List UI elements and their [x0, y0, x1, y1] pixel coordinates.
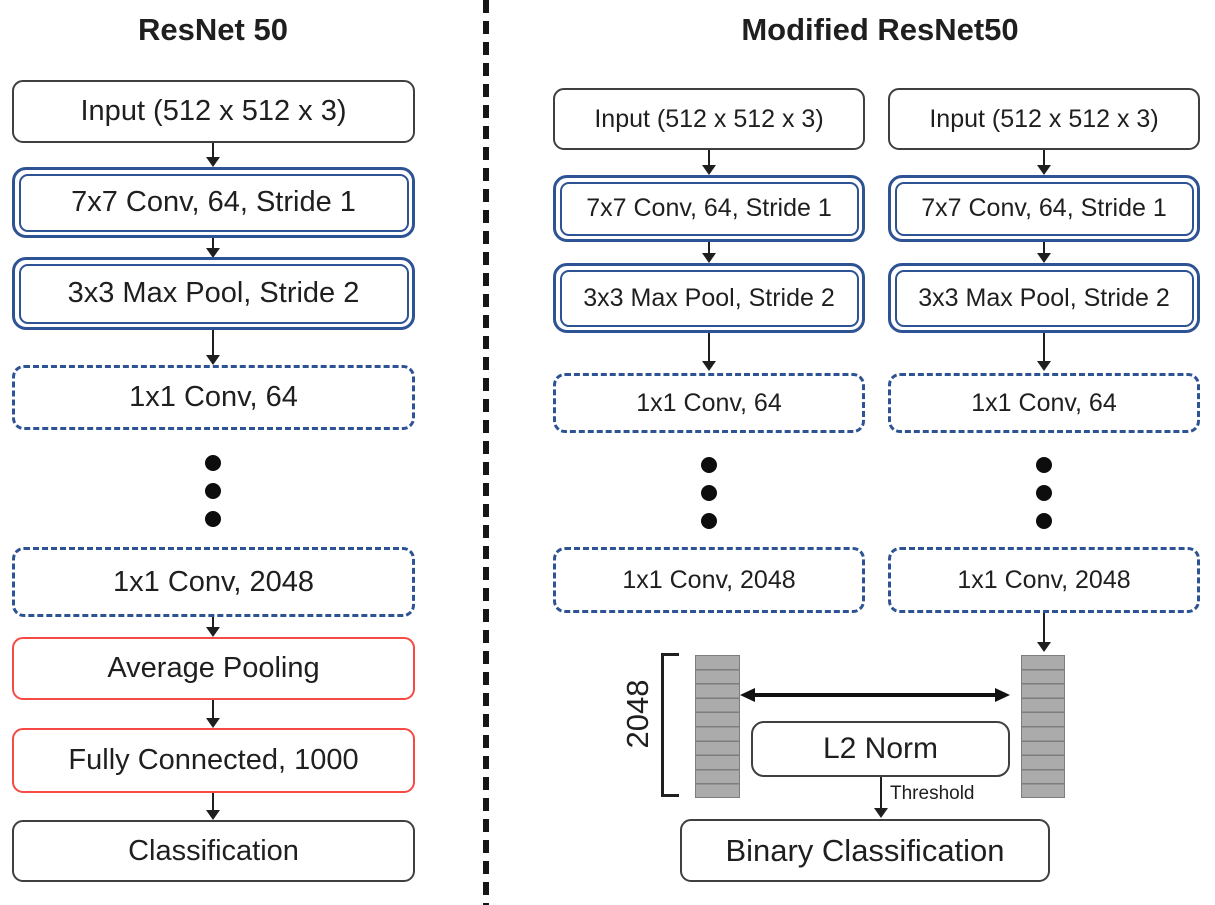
left-input-box: Input (512 x 512 x 3)	[12, 80, 415, 143]
feature-comparison-double-arrow	[753, 693, 997, 697]
branch1-input-label: Input (512 x 512 x 3)	[594, 104, 824, 133]
branch1-conv7-inner: 7x7 Conv, 64, Stride 1	[559, 181, 859, 236]
left-avgpool-label: Average Pooling	[107, 652, 320, 684]
down-arrow	[1042, 150, 1046, 166]
branch2-conv7-box: 7x7 Conv, 64, Stride 1	[888, 175, 1200, 242]
down-arrow	[211, 330, 215, 356]
branch1-feature-vector-stack	[695, 655, 740, 798]
ellipsis-dot	[1036, 485, 1052, 501]
down-arrow	[211, 143, 215, 158]
left-conv1-2048-label: 1x1 Conv, 2048	[113, 565, 314, 598]
left-pool3-box: 3x3 Max Pool, Stride 2	[12, 257, 415, 330]
dimension-bracket	[661, 653, 679, 797]
binary-classification-label: Binary Classification	[725, 832, 1005, 868]
branch1-conv1-2048-box: 1x1 Conv, 2048	[553, 547, 865, 613]
branch1-pool3-box: 3x3 Max Pool, Stride 2	[553, 263, 865, 333]
branch1-conv7-label: 7x7 Conv, 64, Stride 1	[586, 194, 832, 222]
l2-norm-label: L2 Norm	[822, 732, 939, 765]
left-conv1-64-label: 1x1 Conv, 64	[129, 381, 298, 413]
branch2-pool3-box: 3x3 Max Pool, Stride 2	[888, 263, 1200, 333]
ellipsis-dot	[205, 455, 221, 471]
down-arrow	[211, 793, 215, 811]
down-arrow	[707, 333, 711, 362]
left-fc-label: Fully Connected, 1000	[68, 744, 359, 776]
ellipsis-dot	[205, 483, 221, 499]
branch1-pool3-label: 3x3 Max Pool, Stride 2	[583, 283, 835, 312]
left-conv1-64-box: 1x1 Conv, 64	[12, 365, 415, 430]
left-conv7-box: 7x7 Conv, 64, Stride 1	[12, 167, 415, 238]
down-arrow	[1042, 242, 1046, 254]
threshold-label: Threshold	[890, 783, 975, 804]
l2-norm-box: L2 Norm	[751, 721, 1010, 777]
down-arrow	[211, 238, 215, 249]
down-arrow	[707, 242, 711, 254]
left-classification-label: Classification	[128, 834, 299, 867]
threshold-down-arrow	[879, 777, 883, 809]
branch2-conv7-inner: 7x7 Conv, 64, Stride 1	[894, 181, 1194, 236]
branch1-conv7-box: 7x7 Conv, 64, Stride 1	[553, 175, 865, 242]
down-arrow	[211, 700, 215, 719]
branch2-conv1-2048-label: 1x1 Conv, 2048	[957, 565, 1131, 594]
binary-classification-box: Binary Classification	[680, 819, 1050, 882]
left-ellipsis-dots	[205, 455, 221, 527]
left-conv1-2048-box: 1x1 Conv, 2048	[12, 547, 415, 617]
branch2-conv7-label: 7x7 Conv, 64, Stride 1	[921, 194, 1167, 222]
left-fc-box: Fully Connected, 1000	[12, 728, 415, 793]
ellipsis-dot	[701, 513, 717, 529]
down-arrow	[707, 150, 711, 166]
branch1-conv1-64-box: 1x1 Conv, 64	[553, 373, 865, 433]
ellipsis-dot	[701, 485, 717, 501]
branch2-pool3-inner: 3x3 Max Pool, Stride 2	[894, 269, 1194, 327]
branch2-conv1-2048-box: 1x1 Conv, 2048	[888, 547, 1200, 613]
branch2-input-box: Input (512 x 512 x 3)	[888, 88, 1200, 150]
branch2-conv1-64-label: 1x1 Conv, 64	[971, 388, 1117, 417]
left-panel-title: ResNet 50	[138, 12, 288, 47]
left-conv7-label: 7x7 Conv, 64, Stride 1	[71, 186, 356, 218]
feature-dimension-label: 2048	[620, 679, 655, 749]
left-conv7-inner: 7x7 Conv, 64, Stride 1	[18, 173, 409, 232]
left-pool3-label: 3x3 Max Pool, Stride 2	[67, 277, 360, 309]
panel-divider-dashed-line	[483, 0, 489, 905]
branch2-pool3-label: 3x3 Max Pool, Stride 2	[918, 283, 1170, 312]
branch1-input-box: Input (512 x 512 x 3)	[553, 88, 865, 150]
branch2-input-label: Input (512 x 512 x 3)	[929, 104, 1159, 133]
branch2-ellipsis-dots	[1036, 457, 1052, 529]
down-arrow	[1042, 613, 1046, 643]
branch1-conv1-64-label: 1x1 Conv, 64	[636, 388, 782, 417]
branch1-pool3-inner: 3x3 Max Pool, Stride 2	[559, 269, 859, 327]
ellipsis-dot	[205, 511, 221, 527]
left-classification-box: Classification	[12, 820, 415, 882]
branch1-conv1-2048-label: 1x1 Conv, 2048	[622, 565, 796, 594]
right-panel-title: Modified ResNet50	[741, 12, 1019, 47]
left-avgpool-box: Average Pooling	[12, 637, 415, 700]
left-pool3-inner: 3x3 Max Pool, Stride 2	[18, 263, 409, 324]
left-input-label: Input (512 x 512 x 3)	[80, 95, 347, 127]
ellipsis-dot	[701, 457, 717, 473]
ellipsis-dot	[1036, 457, 1052, 473]
branch2-feature-vector-stack	[1021, 655, 1065, 798]
down-arrow	[1042, 333, 1046, 362]
branch2-conv1-64-box: 1x1 Conv, 64	[888, 373, 1200, 433]
down-arrow	[211, 617, 215, 628]
branch1-ellipsis-dots	[701, 457, 717, 529]
ellipsis-dot	[1036, 513, 1052, 529]
